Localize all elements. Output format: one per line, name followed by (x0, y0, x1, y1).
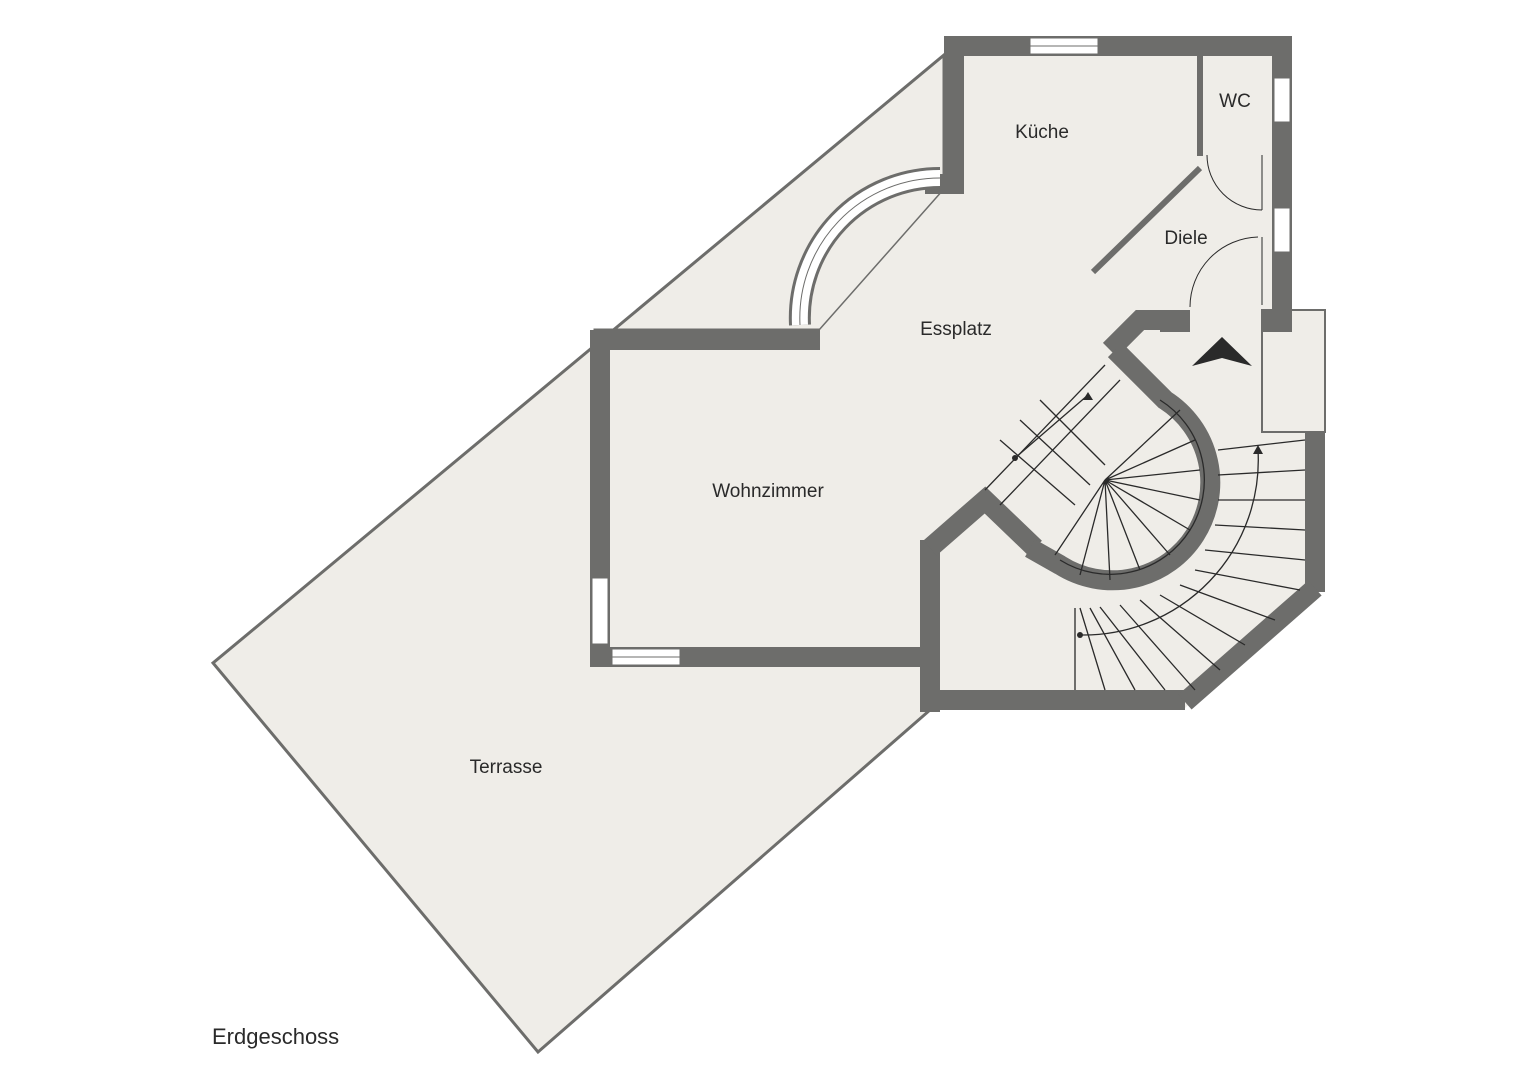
room-label-diele: Diele (1164, 228, 1208, 249)
stair-core-wall (1025, 342, 1221, 591)
room-label-essplatz: Essplatz (920, 319, 992, 340)
stair-upper-wall (1102, 310, 1165, 358)
doors (1189, 154, 1263, 308)
stair-start-dot-2 (1012, 455, 1018, 461)
se-diagonal-wall (1178, 580, 1322, 710)
staircase (984, 364, 1306, 691)
floor-title: Erdgeschoss (212, 1024, 340, 1049)
stair-arrow-up-icon (1083, 392, 1093, 400)
entrance-arrow-icon (1192, 337, 1252, 366)
room-label-kueche: Küche (1015, 122, 1069, 143)
stair-arrow-up-icon-2 (1253, 445, 1263, 454)
room-label-wohnzimmer: Wohnzimmer (712, 481, 824, 502)
interior-floor (595, 37, 1325, 710)
diele-diagonal-wall (1090, 165, 1203, 275)
stair-start-dot (1077, 632, 1083, 638)
room-label-terrasse: Terrasse (469, 757, 543, 778)
windows (591, 37, 1291, 666)
stair-lower-wall (923, 486, 1042, 556)
room-label-wc: WC (1219, 91, 1251, 112)
